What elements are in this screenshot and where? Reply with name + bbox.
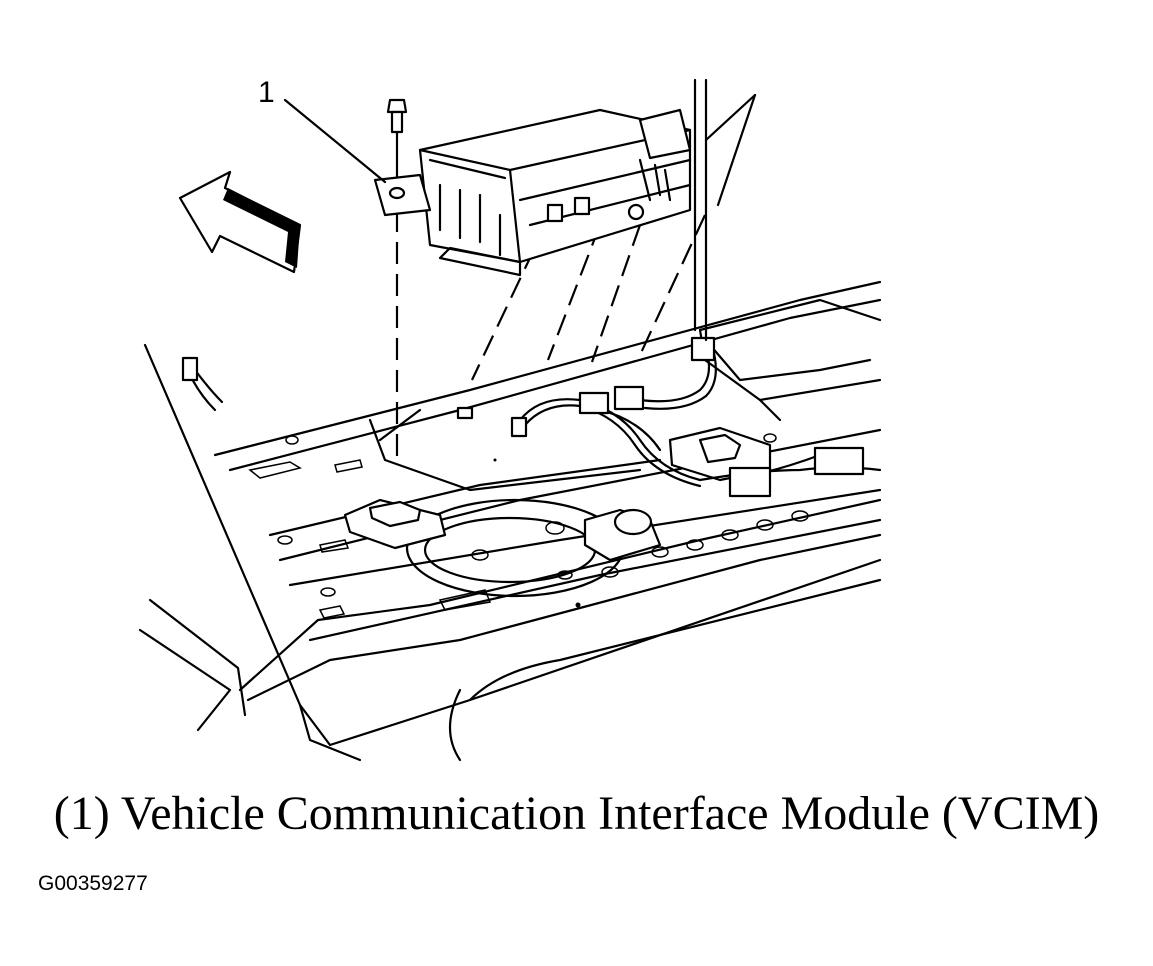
- diagram-caption: (1) Vehicle Communication Interface Modu…: [53, 787, 1100, 840]
- alignment-lines: [395, 78, 757, 462]
- floor-holes: [277, 433, 809, 608]
- connector-icon: [181, 336, 865, 498]
- callout-leader-line: [283, 98, 387, 184]
- vcim-module: [373, 108, 692, 277]
- figure-id: G00359277: [38, 872, 148, 895]
- direction-arrow-icon: [178, 170, 302, 274]
- vcim-installation-diagram: [138, 78, 882, 762]
- callout-number: 1: [258, 76, 275, 109]
- wiring-harness: [188, 343, 882, 488]
